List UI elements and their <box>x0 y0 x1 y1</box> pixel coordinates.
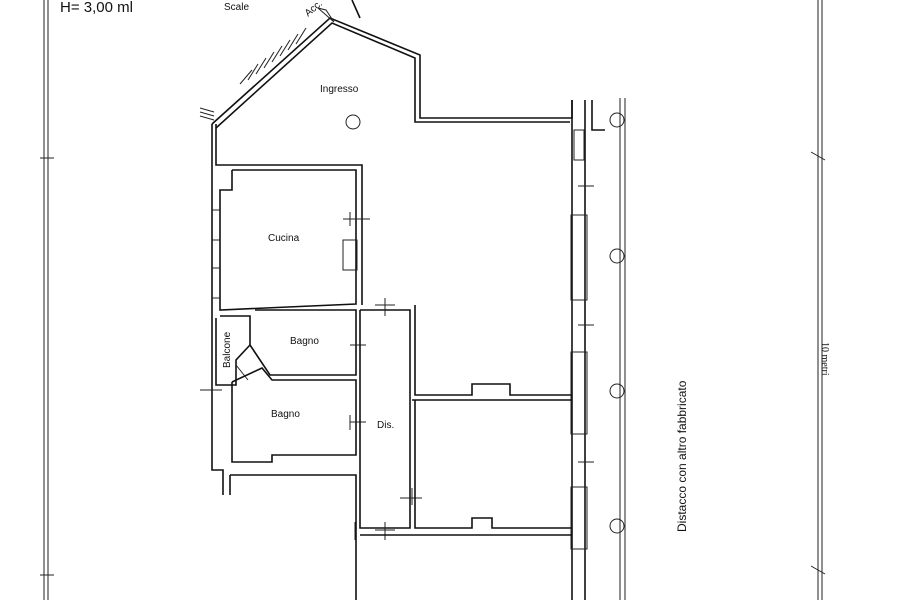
dimension-label: 10 metri <box>819 342 830 376</box>
entrance-label: Ingresso <box>320 84 359 95</box>
kitchen-label: Cucina <box>268 233 300 244</box>
right-room-walls <box>229 185 594 600</box>
stairs <box>199 7 335 121</box>
bath-balcony-walls <box>200 309 366 463</box>
height-label: H= 3,00 ml <box>60 0 133 16</box>
columns <box>345 112 625 534</box>
access-label: Acc. <box>303 0 325 19</box>
kitchen-walls <box>212 169 370 311</box>
bath1-label: Bagno <box>290 336 319 347</box>
stairs-label: Scale <box>224 2 249 13</box>
hallway-label: Dis. <box>377 420 394 431</box>
hallway-walls <box>354 298 422 540</box>
apartment-walls <box>211 0 626 600</box>
bath2-label: Bagno <box>271 409 300 420</box>
outer-boundary <box>40 0 826 600</box>
balcony-label: Balcone <box>222 331 233 368</box>
distance-note: Distacco con altro fabbricato <box>675 380 689 532</box>
